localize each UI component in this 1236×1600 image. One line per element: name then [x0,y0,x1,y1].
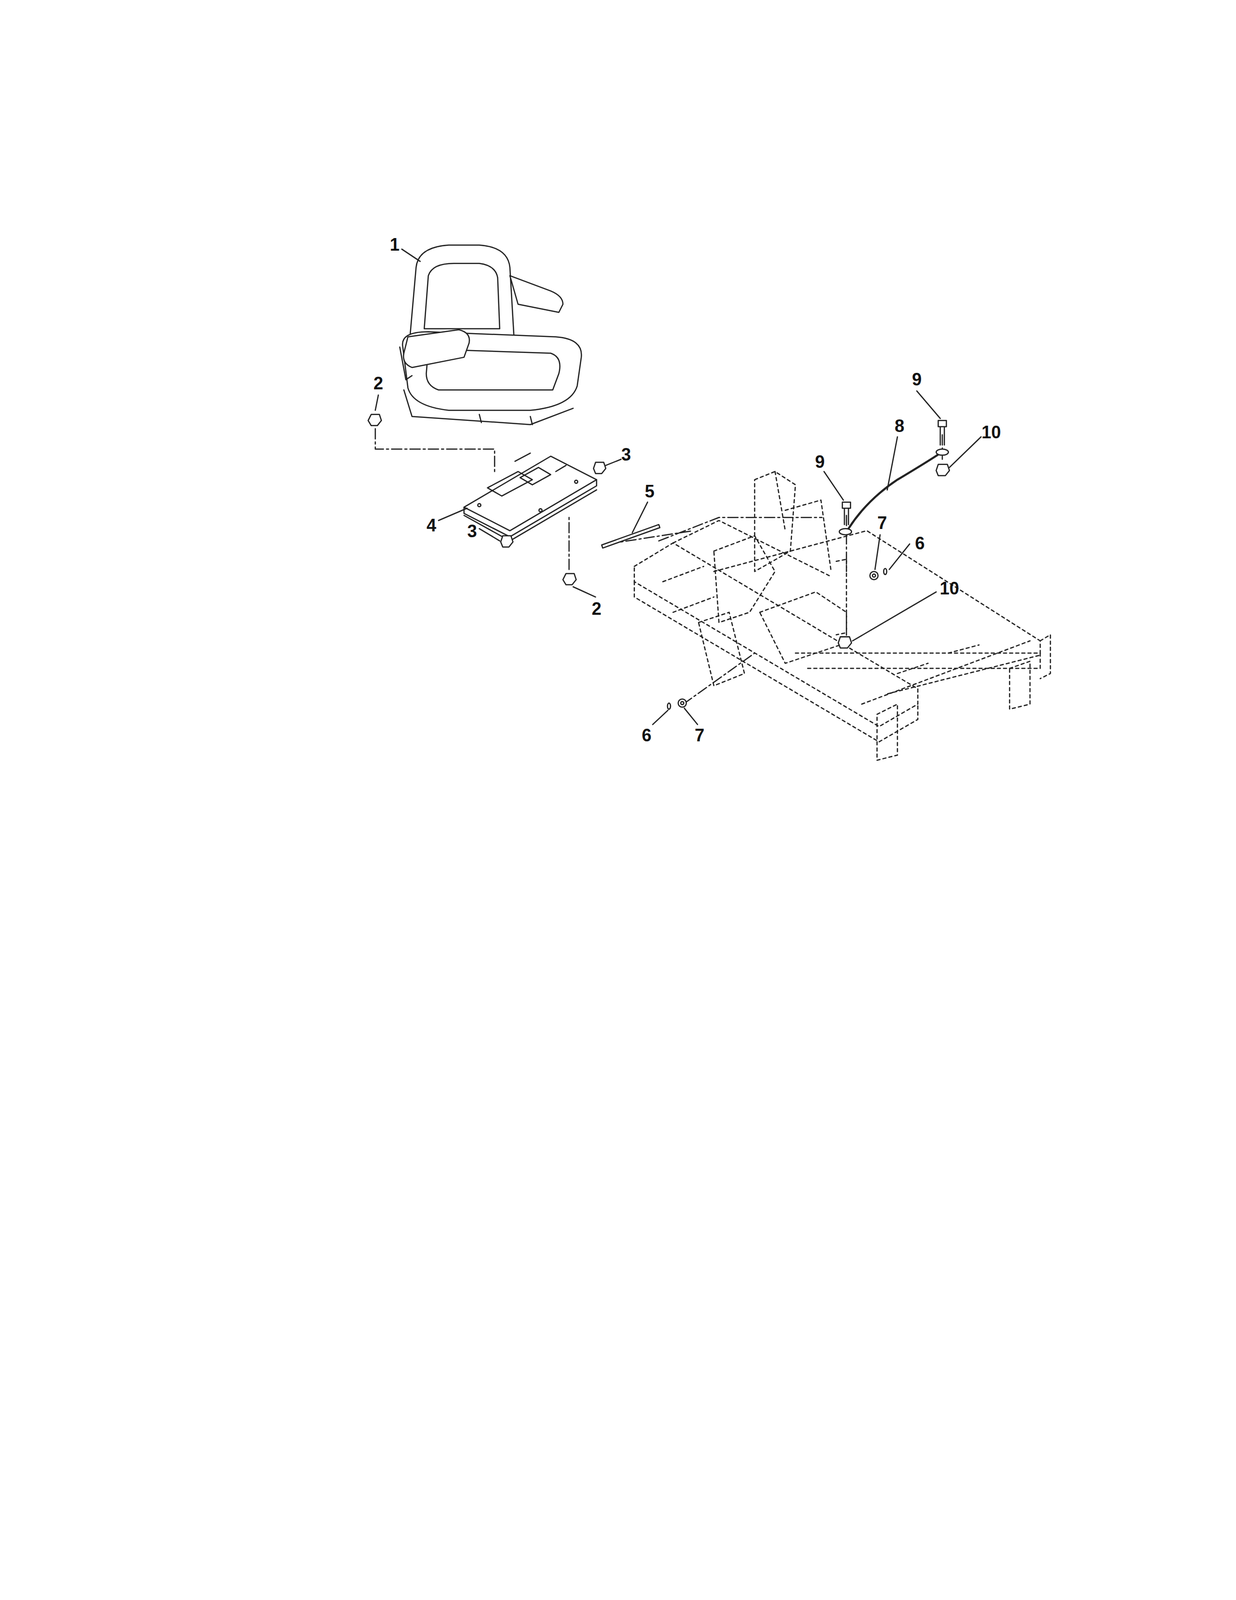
callout-number: 6 [641,726,652,745]
callout-number: 2 [373,374,384,393]
leader-lines [375,249,982,725]
callout-number: 3 [467,522,477,540]
callout-number: 4 [426,516,437,535]
callout-number: 10 [981,423,1001,442]
hardware [368,414,606,585]
callout-number: 2 [591,600,602,618]
callout-number: 5 [644,482,655,501]
seat [399,244,582,425]
callout-number: 7 [877,514,888,532]
frame [634,471,1051,761]
callout-number: 3 [621,445,632,464]
callout-number: 7 [694,726,705,745]
seat-plate [463,453,597,541]
callout-number: 1 [389,236,400,254]
assembly-lines [375,428,943,704]
callout-number: 10 [939,579,960,598]
callout-number: 9 [911,370,922,389]
callout-number: 9 [815,453,825,471]
callout-number: 8 [894,417,905,435]
callout-number: 6 [915,534,925,553]
rod [601,524,660,548]
ground-cable [667,420,950,709]
